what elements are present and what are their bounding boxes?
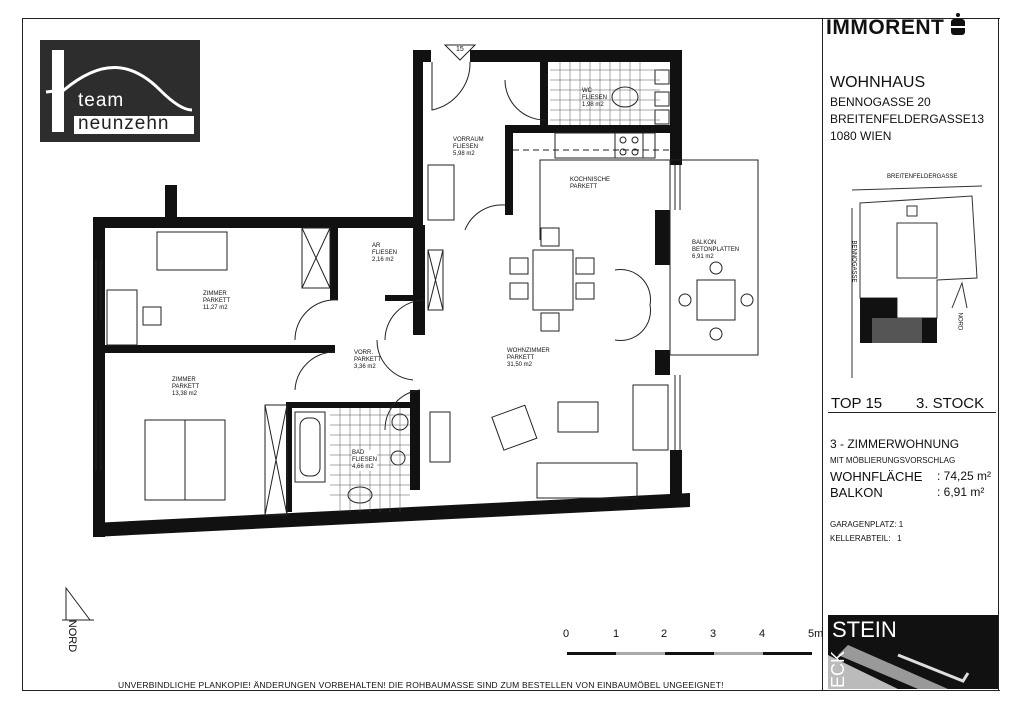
logo-line2: neunzehn xyxy=(78,113,170,134)
scale-tick: 3 xyxy=(710,628,717,640)
unit-subtitle: MIT MÖBLIERUNGSVORSCHLAG xyxy=(830,456,956,465)
scale-bar xyxy=(567,643,812,655)
eckstein-photo: STEIN ECK xyxy=(828,615,998,689)
north-label: NORD xyxy=(66,619,79,653)
frame-right xyxy=(998,18,999,690)
scale-tick: 5m xyxy=(808,628,824,640)
scale-tick: 0 xyxy=(563,628,570,640)
scale-tick: 1 xyxy=(613,628,620,640)
address-line: BREITENFELDERGASSE13 xyxy=(830,112,985,126)
balcony-label: BALKON xyxy=(830,485,883,500)
cellar: KELLERABTEIL: 1 xyxy=(830,534,902,543)
disclaimer-footer: UNVERBINDLICHE PLANKOPIE! ÄNDERUNGEN VOR… xyxy=(118,680,724,691)
balcony-value: : 6,91 m² xyxy=(937,485,985,499)
scale-tick: 4 xyxy=(759,628,766,640)
brand-name: IMMORENT xyxy=(826,13,965,40)
living-area-label: WOHNFLÄCHE xyxy=(830,469,923,484)
photo-text: STEIN xyxy=(832,617,897,642)
unit-type: 3 - ZIMMERWOHNUNG xyxy=(830,437,960,451)
site-north: NORD xyxy=(956,312,963,331)
site-plan: BREITENFELDERGASSE BENNOGASSE NORD xyxy=(842,168,992,388)
building-type: WOHNHAUS xyxy=(830,74,926,91)
unit-top: TOP 15 xyxy=(831,395,883,412)
team-neunzehn-logo: team neunzehn xyxy=(40,40,200,142)
door-number: 15 xyxy=(456,46,464,53)
address-line: BENNOGASSE 20 xyxy=(830,95,931,109)
frame-top xyxy=(22,18,1000,19)
sparkasse-s-icon xyxy=(950,13,965,35)
unit-floor: 3. STOCK xyxy=(916,395,985,412)
garage: GARAGENPLATZ: 1 xyxy=(830,520,904,529)
photo-vertical-text: ECK xyxy=(828,650,849,689)
logo-line1: team xyxy=(78,90,125,111)
panel-divider xyxy=(822,18,823,690)
address-line: 1080 WIEN xyxy=(830,129,892,143)
north-arrow: NORD xyxy=(58,580,108,670)
top-rule xyxy=(828,412,996,413)
street-top: BREITENFELDERGASSE xyxy=(887,174,958,180)
street-left: BENNOGASSE xyxy=(850,240,857,283)
scale-tick: 2 xyxy=(661,628,668,640)
living-area-value: : 74,25 m² xyxy=(937,469,992,483)
frame-left xyxy=(22,18,23,690)
